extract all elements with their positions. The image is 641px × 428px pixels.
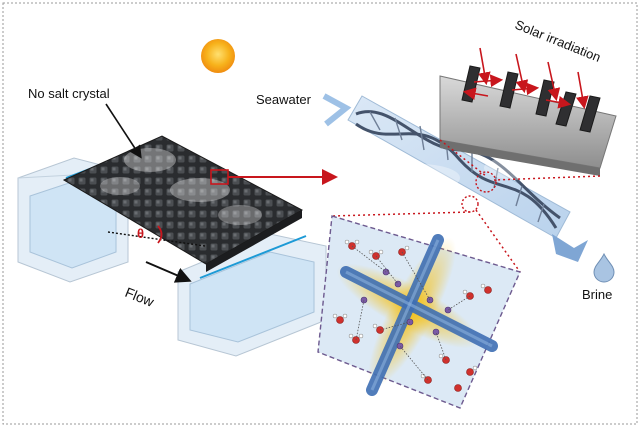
no-salt-arrow — [105, 103, 142, 159]
brine-drop-icon — [593, 252, 615, 283]
sun-icon — [201, 39, 235, 73]
solar-absorber-inset — [439, 47, 617, 176]
molecular-inset — [317, 215, 521, 409]
label-flow: Flow — [123, 284, 157, 310]
tilt-angle-arc — [157, 225, 163, 244]
seawater-inflow-chevron — [322, 93, 352, 127]
callout-lines — [331, 139, 601, 273]
evaporator-device — [17, 135, 327, 357]
label-brine: Brine — [582, 287, 612, 302]
label-no-salt-crystal: No salt crystal — [28, 86, 110, 101]
label-solar-irradiation: Solar irradiation — [513, 17, 603, 65]
label-theta: θ — [137, 226, 144, 241]
horizontal-reference-line — [107, 231, 206, 247]
brine-outflow-arrow — [552, 234, 588, 262]
water-molecules — [332, 239, 492, 392]
flow-arrow — [145, 261, 192, 283]
detail-circle — [475, 171, 497, 193]
label-seawater: Seawater — [256, 92, 312, 107]
